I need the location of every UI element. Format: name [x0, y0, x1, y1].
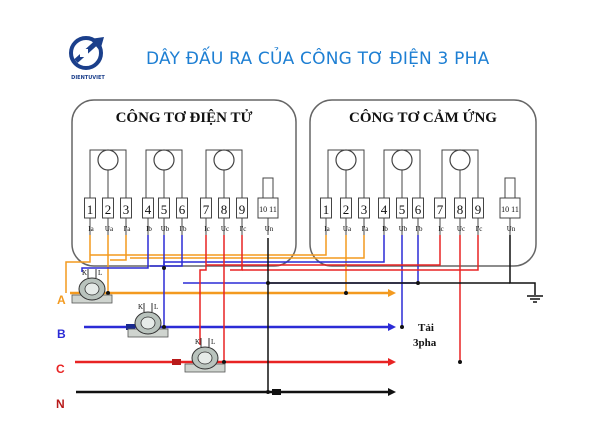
- ct-phase-a-k-label: K: [82, 269, 87, 277]
- meter-induction-terminal-label: 2: [343, 202, 350, 217]
- meter-induction-terminal-4: 4Ib: [378, 197, 390, 235]
- meter-induction-terminal-label: 6: [415, 202, 422, 217]
- interconnect-wires: [65, 235, 543, 392]
- load-label-line1: Tải: [418, 322, 434, 334]
- meter-induction-terminal-sublabel: Ua: [343, 225, 352, 233]
- meter-induction-terminal-8: 8Uc: [454, 197, 466, 235]
- meter-induction-coil-2: [383, 149, 421, 200]
- meter-electronic-terminal-3: 3I'a: [120, 197, 132, 235]
- ct-phase-a-l-label: L: [98, 269, 102, 277]
- meter-induction-terminal-sublabel: I'b: [415, 225, 423, 233]
- meter-electronic-coil-3: [205, 149, 243, 200]
- meter-electronic-terminal-2: 2Ua: [102, 197, 114, 235]
- meter-induction-terminal-label: 10 11: [501, 205, 519, 214]
- phase-label-c: C: [56, 362, 65, 376]
- load-label-line2: 3pha: [413, 337, 437, 349]
- meter-induction-terminal-sublabel: Ic: [438, 225, 443, 233]
- ct-phase-c-k-label: K: [195, 338, 200, 346]
- meter-induction-terminal-label: 5: [399, 202, 406, 217]
- phase-wires: [70, 289, 396, 396]
- meter-electronic-terminal-label: 5: [161, 202, 168, 217]
- meter-electronic-terminal-label: 1: [87, 202, 94, 217]
- ct-phase-b-l-label: L: [154, 303, 158, 311]
- meter-induction-terminal-label: 3: [361, 202, 368, 217]
- meter-electronic-box: [71, 99, 297, 267]
- ct-phase-b-k-label: K: [138, 303, 143, 311]
- meter-electronic-terminal-sublabel: Uc: [221, 225, 229, 233]
- meter-electronic-terminal-label: 6: [179, 202, 186, 217]
- ct-phase-c-l-label: L: [211, 338, 215, 346]
- meter-induction-coil-1: [327, 149, 365, 200]
- meter-electronic-terminal-label: 9: [239, 202, 246, 217]
- meter-electronic-terminal-10: 10 11 Un: [257, 177, 279, 235]
- meter-electronic-coil-1: [89, 149, 127, 200]
- meter-electronic-terminal-4: 4Ib: [142, 197, 154, 235]
- meter-induction-terminal-sublabel: Ub: [399, 225, 408, 233]
- meter-electronic-terminal-label: 10 11: [259, 205, 277, 214]
- meter-induction-box: [309, 99, 537, 267]
- meter-electronic-terminal-sublabel: Ia: [88, 225, 94, 233]
- meter-electronic-terminal-label: 8: [221, 202, 228, 217]
- meter-induction-terminal-9: 9I'c: [472, 197, 484, 235]
- meter-electronic-coil-2: [145, 149, 183, 200]
- meter-electronic-title: CÔNG TƠ ĐIỆN TỬ: [116, 109, 253, 126]
- meter-electronic-terminal-sublabel: Ib: [146, 225, 152, 233]
- meter-electronic-terminal-7: 7Ic: [200, 197, 212, 235]
- meter-induction-terminal-label: 4: [381, 202, 388, 217]
- meter-electronic-terminal-sublabel: Ub: [161, 225, 170, 233]
- meter-electronic-terminal-label: 2: [105, 202, 112, 217]
- meter-induction-terminal-label: 9: [475, 202, 482, 217]
- meter-induction-title: CÔNG TƠ CẢM ỨNG: [349, 109, 497, 126]
- logo-text: DIENTUVIET: [71, 75, 105, 81]
- meter-induction-terminal-1: 1Ia: [320, 197, 332, 235]
- meter-induction-terminal-sublabel: Ib: [382, 225, 388, 233]
- phase-label-n: N: [56, 397, 65, 411]
- phase-label-a: A: [57, 293, 66, 307]
- meter-electronic-terminal-1: 1Ia: [84, 197, 96, 235]
- meter-induction-terminal-sublabel: I'c: [476, 225, 483, 233]
- meter-electronic-terminal-label: 3: [123, 202, 130, 217]
- meter-induction-terminal-sublabel: Un: [507, 225, 516, 233]
- meter-induction-terminal-6: 6I'b: [412, 197, 424, 235]
- meter-induction-terminal-label: 1: [323, 202, 330, 217]
- meter-induction-terminal-5: 5Ub: [396, 197, 408, 235]
- meter-induction-terminal-7: 7Ic: [434, 197, 446, 235]
- header: DIENTUVIET DÂY ĐẤU RA CỦA CÔNG TƠ ĐIỆN 3…: [0, 0, 602, 95]
- meter-induction-terminal-3: 3I'a: [358, 197, 370, 235]
- meter-electronic-terminal-sublabel: Ic: [204, 225, 209, 233]
- meter-electronic-terminal-6: 6I'b: [176, 197, 188, 235]
- meter-electronic-terminal-sublabel: Ua: [105, 225, 114, 233]
- meter-electronic-terminal-sublabel: I'a: [124, 225, 132, 233]
- meter-electronic-terminal-5: 5Ub: [158, 197, 170, 235]
- phase-label-b: B: [57, 327, 66, 341]
- meter-induction-terminal-sublabel: I'a: [362, 225, 370, 233]
- page-title: DÂY ĐẤU RA CỦA CÔNG TƠ ĐIỆN 3 PHA: [146, 49, 490, 69]
- meter-induction-terminal-2: 2Ua: [340, 197, 352, 235]
- meter-electronic-terminal-sublabel: I'b: [179, 225, 187, 233]
- meter-electronic-terminal-sublabel: I'c: [240, 225, 247, 233]
- meter-electronic-terminal-9: 9I'c: [236, 197, 248, 235]
- meter-electronic-terminal-sublabel: Un: [265, 225, 274, 233]
- meter-induction-terminal-sublabel: Uc: [457, 225, 465, 233]
- meter-electronic-terminal-8: 8Uc: [218, 197, 230, 235]
- meter-induction-terminal-label: 7: [437, 202, 444, 217]
- meter-induction-terminal-sublabel: Ia: [324, 225, 330, 233]
- meter-electronic-terminal-label: 4: [145, 202, 152, 217]
- company-logo: [69, 36, 104, 70]
- junction-dots: [106, 266, 462, 394]
- meter-electronic-terminal-label: 7: [203, 202, 210, 217]
- meter-induction-coil-3: [441, 149, 479, 200]
- meter-induction-terminal-10: 10 11 Un: [499, 177, 521, 235]
- meter-induction-terminal-label: 8: [457, 202, 464, 217]
